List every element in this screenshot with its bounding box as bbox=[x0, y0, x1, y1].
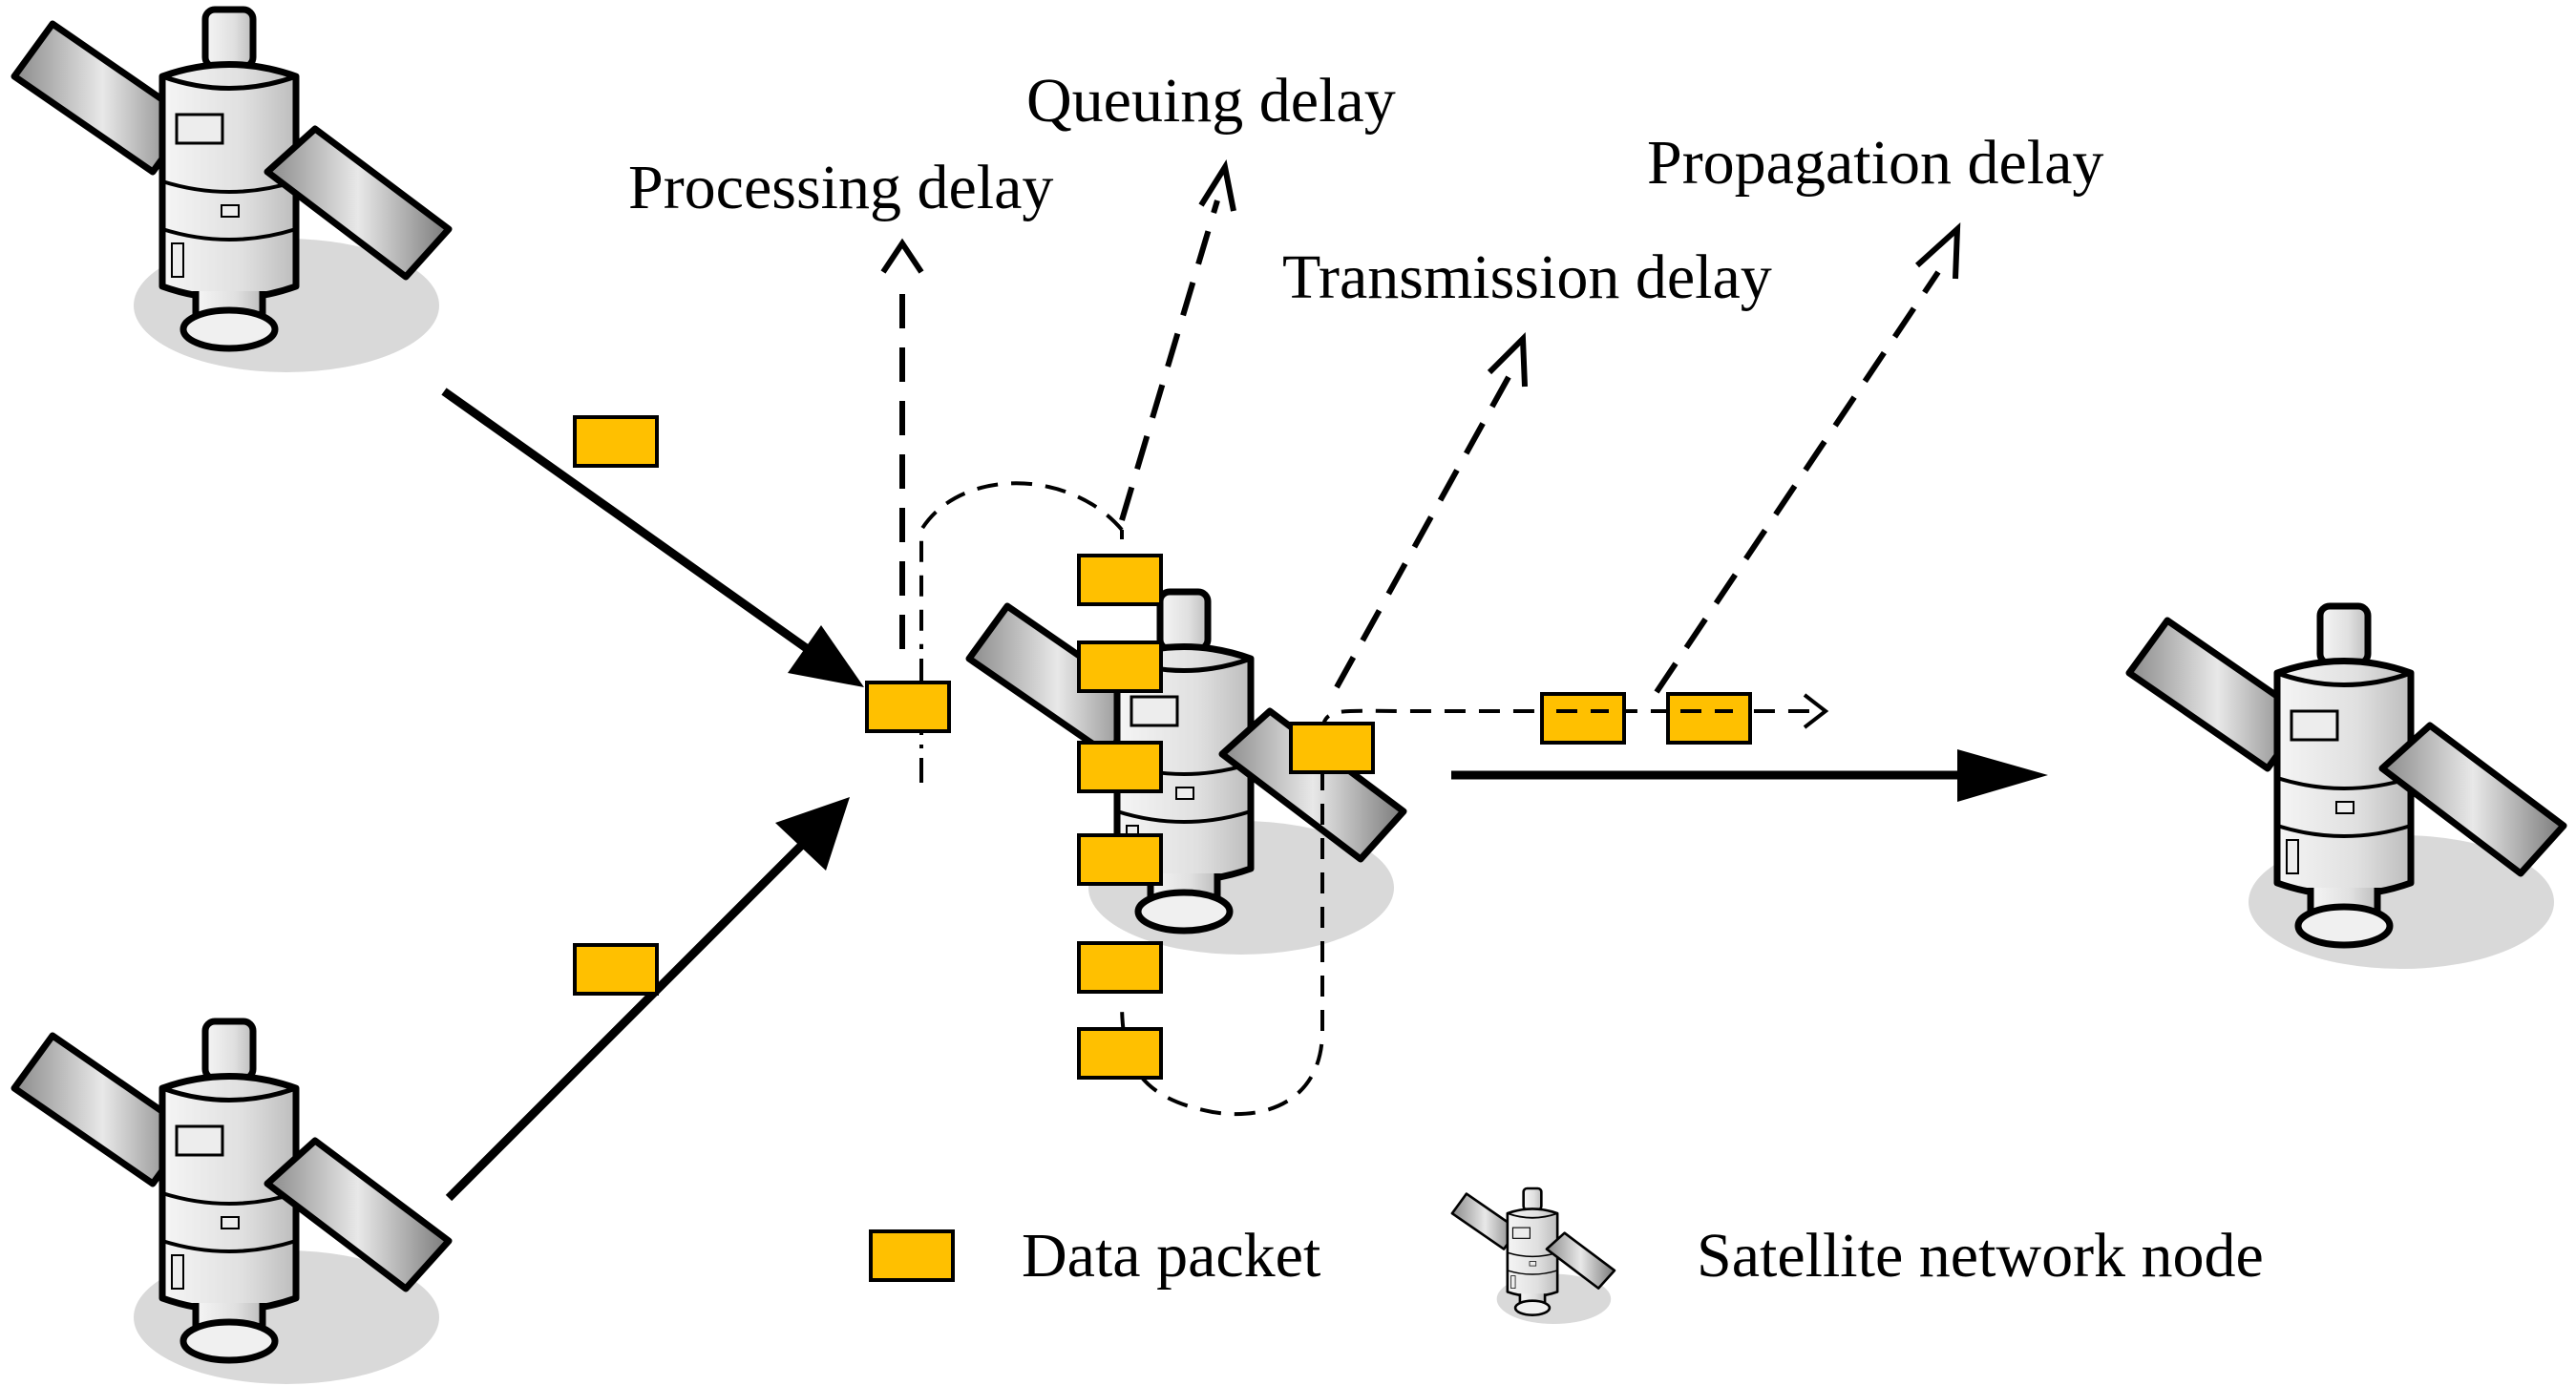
propagation-delay-label: Propagation delay bbox=[1647, 128, 2103, 198]
packet-propagating-2 bbox=[1666, 692, 1752, 745]
legend: Data packet Satellite network node bbox=[869, 1186, 2264, 1326]
packet-queue-2 bbox=[1077, 640, 1163, 693]
processing-delay-label: Processing delay bbox=[628, 153, 1053, 222]
queue-loop bbox=[919, 481, 1814, 1117]
transmission-pointer bbox=[1334, 332, 1528, 689]
packet-transmitting bbox=[1289, 722, 1375, 774]
packets bbox=[573, 415, 1752, 1080]
queuing-pointer bbox=[1119, 158, 1236, 521]
legend-packet-label: Data packet bbox=[1022, 1221, 1320, 1291]
packet-queue-1 bbox=[1077, 554, 1163, 606]
packet-propagating-1 bbox=[1540, 692, 1626, 745]
packet-processing bbox=[865, 681, 951, 733]
legend-satellite-icon bbox=[1450, 1186, 1616, 1326]
legend-packet-swatch bbox=[869, 1229, 955, 1282]
transmission-delay-label: Transmission delay bbox=[1282, 242, 1772, 312]
outgoing-arrow bbox=[1451, 749, 2048, 802]
satellite-right bbox=[2129, 606, 2564, 969]
packet-queue-6 bbox=[1077, 1027, 1163, 1080]
incoming-arrow-top bbox=[441, 388, 864, 687]
incoming-arrow-bottom bbox=[445, 797, 850, 1202]
packet-incoming-bottom bbox=[573, 943, 659, 996]
packet-queue-3 bbox=[1077, 741, 1163, 793]
legend-node-label: Satellite network node bbox=[1697, 1221, 2264, 1291]
processing-pointer bbox=[880, 238, 924, 649]
satellite-bottom-left bbox=[14, 1021, 449, 1384]
satellite-top-left bbox=[14, 10, 449, 372]
packet-queue-4 bbox=[1077, 833, 1163, 886]
queuing-delay-label: Queuing delay bbox=[1026, 66, 1396, 136]
packet-queue-5 bbox=[1077, 941, 1163, 994]
stream-arrow-head bbox=[1803, 693, 1829, 729]
propagation-pointer bbox=[1654, 221, 1961, 694]
packet-incoming-top bbox=[573, 415, 659, 468]
